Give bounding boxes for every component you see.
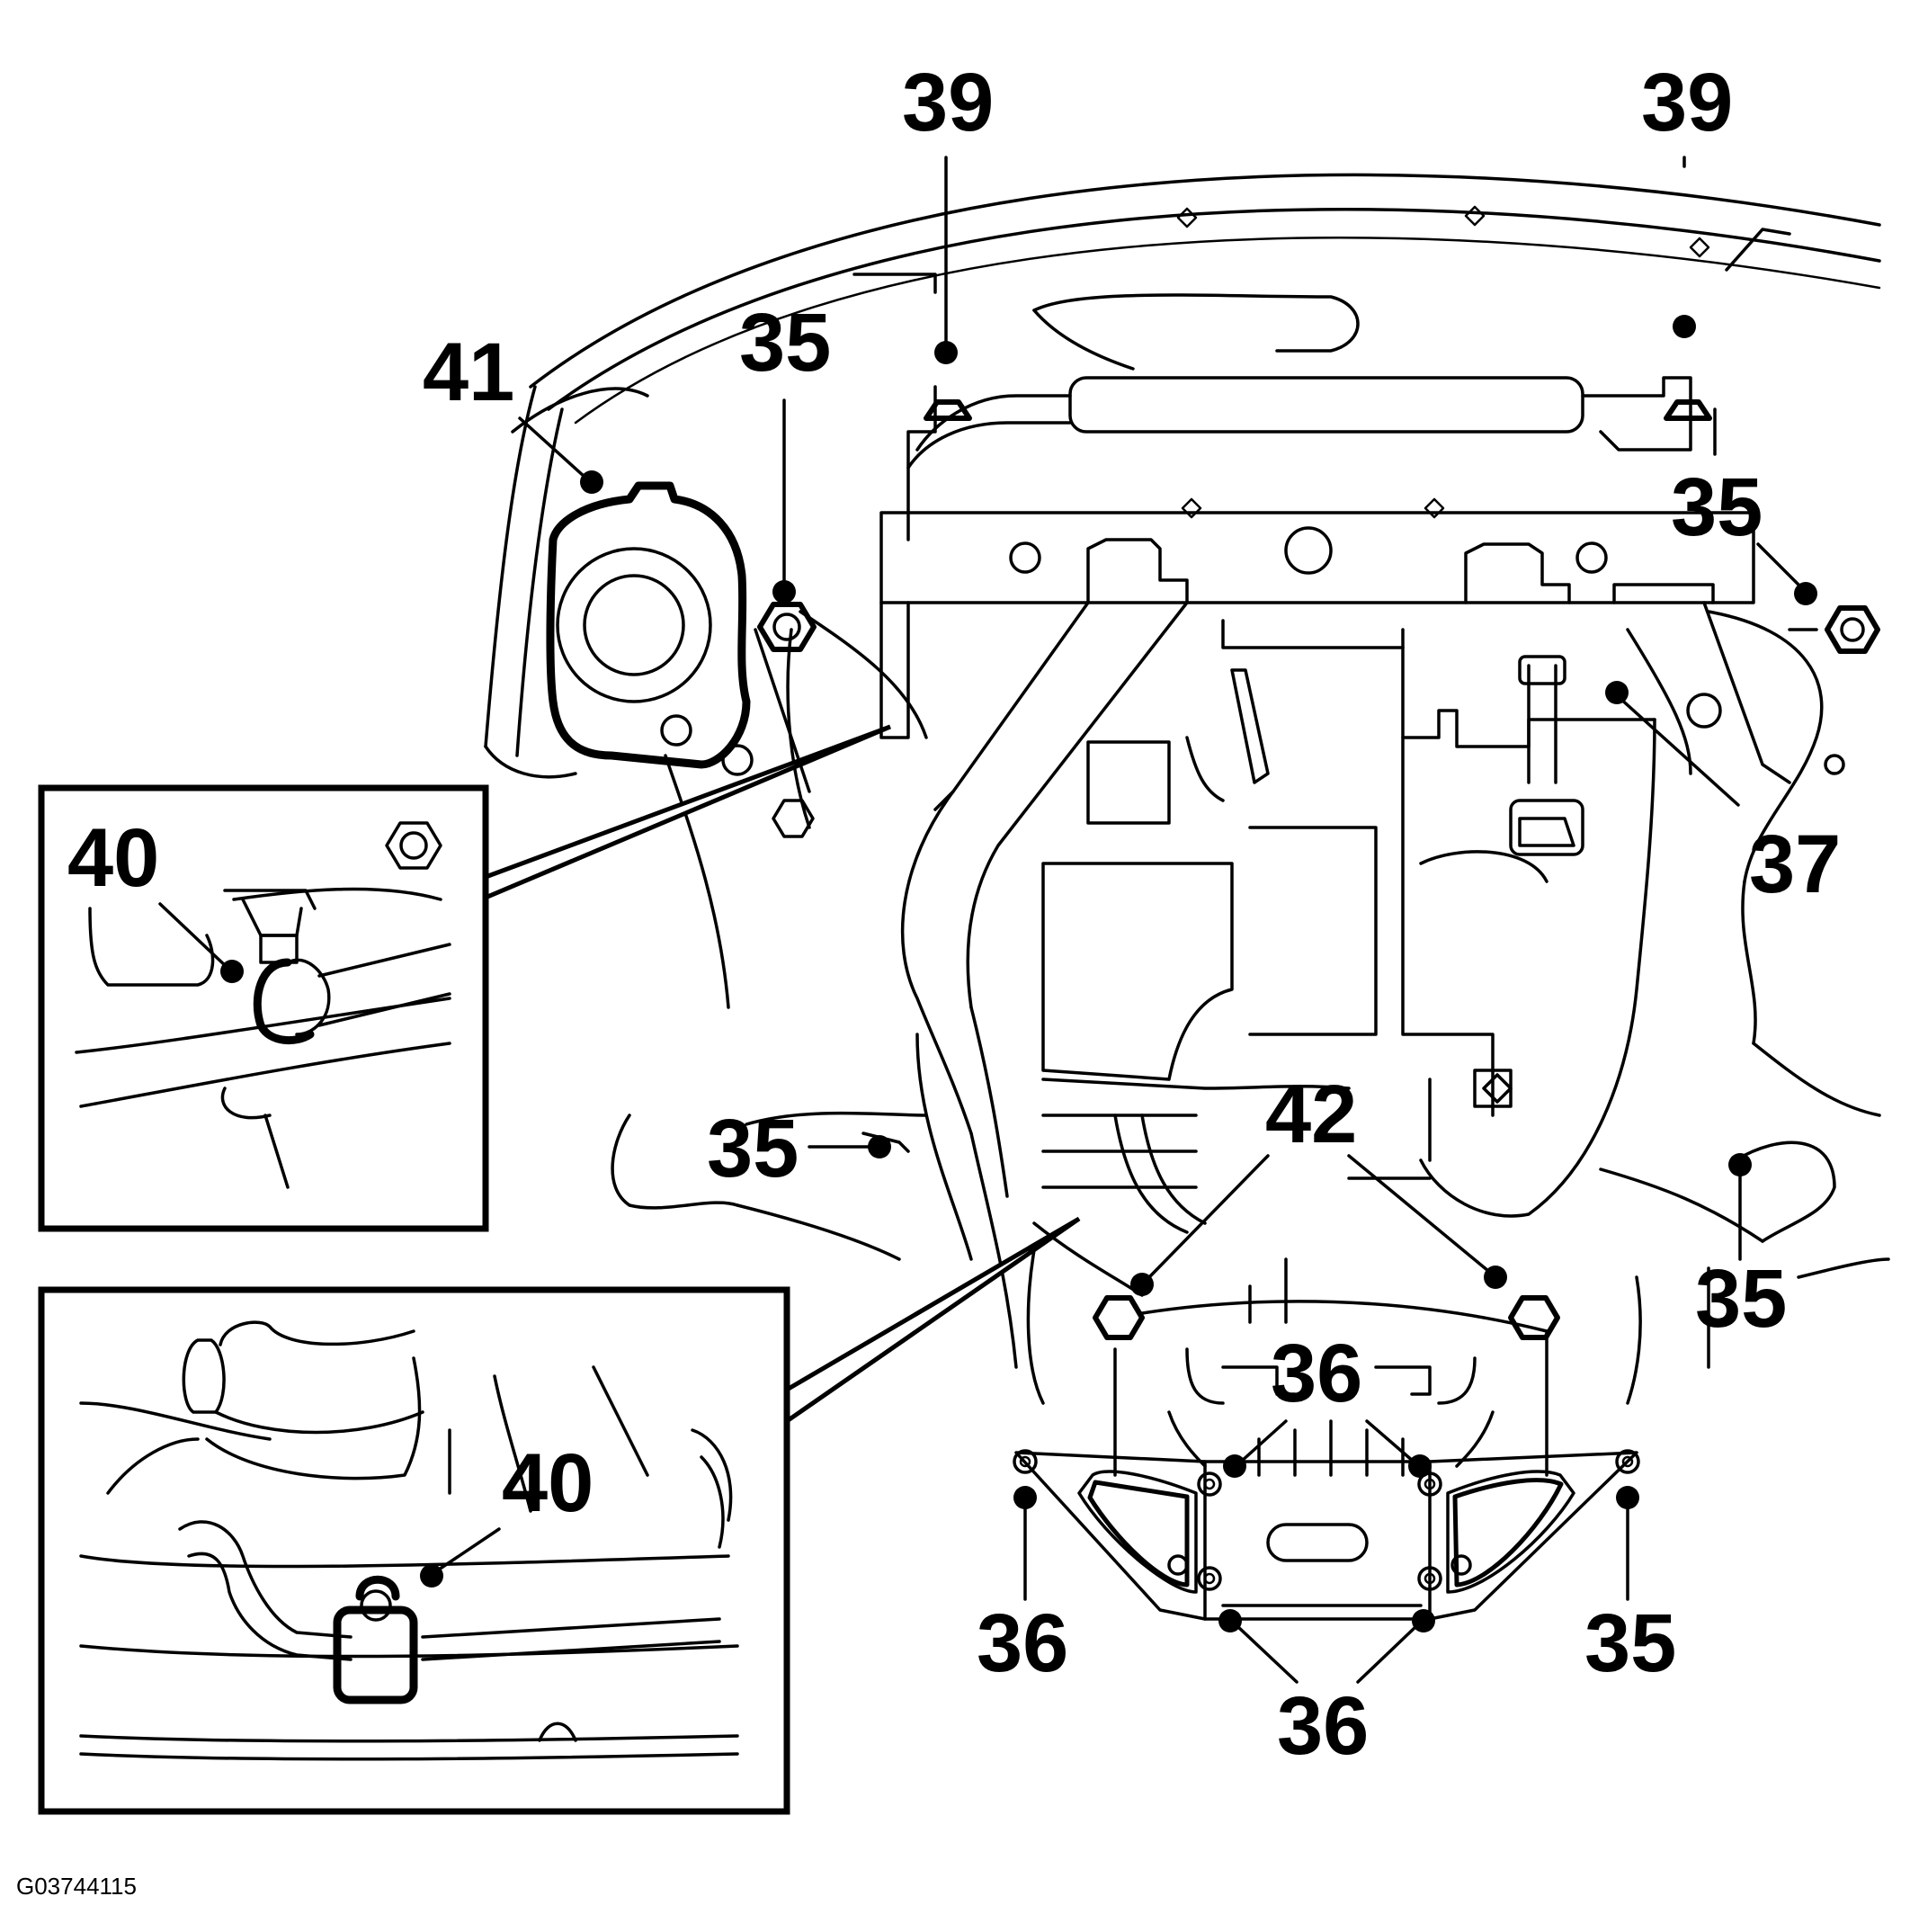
- callout-39-right: 39: [1641, 57, 1733, 148]
- callout-35-upper-right: 35: [1671, 461, 1763, 553]
- callout-35-mid-right: 35: [1695, 1253, 1787, 1345]
- vehicle-underbody-drawing: [484, 173, 1890, 1621]
- callout-35-upper-left: 35: [739, 297, 831, 389]
- callout-37: 37: [1749, 818, 1841, 910]
- callout-labels: 39 39 41 35 35 37 40 35 42 35 36 40 36 3…: [67, 57, 1841, 1772]
- figure-id: G03744115: [16, 1873, 137, 1900]
- callout-35-lower-right: 35: [1584, 1597, 1676, 1689]
- inset-lower-stabilizer-bushing: [38, 1216, 1081, 1815]
- callout-42: 42: [1265, 1069, 1357, 1160]
- inset-upper-stabilizer-link: [38, 724, 891, 1232]
- callout-41: 41: [423, 326, 514, 418]
- callout-36-bottom: 36: [1277, 1680, 1369, 1772]
- callout-40-upper-inset: 40: [67, 812, 159, 904]
- callout-36-left: 36: [977, 1597, 1068, 1689]
- callout-40-lower-inset: 40: [502, 1437, 594, 1529]
- callout-39-left: 39: [902, 57, 994, 148]
- callout-35-mid-left: 35: [707, 1103, 799, 1194]
- leader-lines: [158, 156, 1817, 1684]
- callout-36-top: 36: [1271, 1328, 1362, 1419]
